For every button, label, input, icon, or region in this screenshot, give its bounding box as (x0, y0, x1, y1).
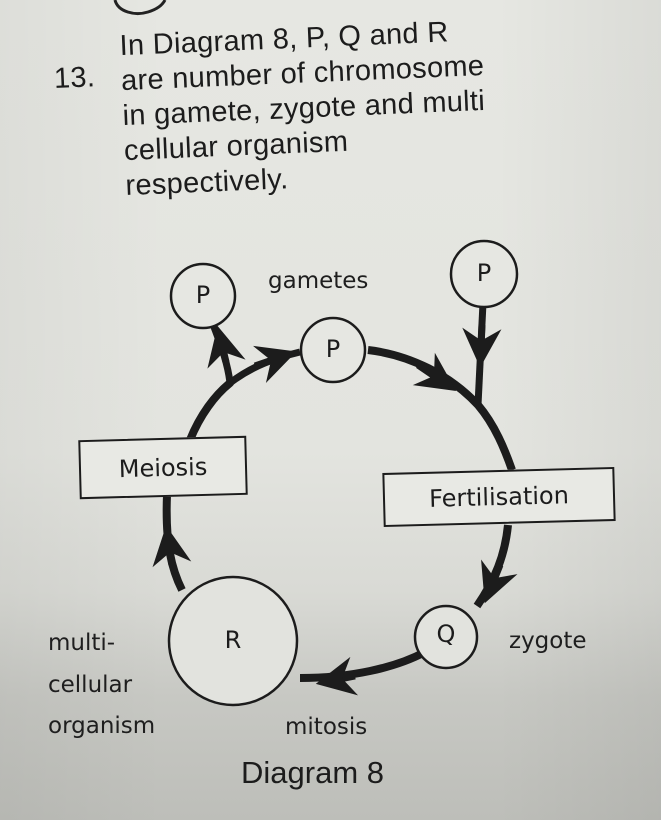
gamete-right-circle (449, 239, 519, 309)
fertilisation-box: Fertilisation (382, 466, 616, 528)
gamete-center-label: P (325, 335, 341, 363)
meiosis-arc (186, 379, 234, 444)
fertilisation-label: Fertilisation (428, 481, 570, 513)
fertilisation-to-zygote (473, 524, 512, 609)
organism-text-line2: cellular (48, 672, 133, 698)
gamete-center-circle (299, 316, 367, 384)
center-gamete-to-fertilisation (367, 346, 516, 472)
gametes-label: gametes (268, 268, 369, 294)
mitosis-label: mitosis (285, 714, 368, 740)
right-gamete-to-fertilisation (474, 302, 487, 406)
zygote-label: Q (436, 620, 456, 648)
organism-to-meiosis (162, 494, 186, 592)
organism-label: R (224, 626, 242, 654)
organism-text-line1: multi- (48, 630, 116, 656)
gamete-left-circle (169, 262, 237, 330)
zygote-text: zygote (509, 628, 587, 654)
organism-circle (167, 575, 299, 707)
meiosis-label: Meiosis (118, 452, 208, 483)
branch-to-center-gamete (227, 348, 301, 386)
organism-text-line3: organism (48, 713, 156, 739)
meiosis-box: Meiosis (78, 435, 248, 500)
gamete-right-label: P (476, 259, 492, 287)
zygote-circle (413, 604, 479, 670)
zygote-to-organism (299, 648, 427, 682)
gamete-left-label: P (195, 281, 211, 309)
diagram-caption: Diagram 8 (241, 755, 384, 790)
pen-mark (113, 0, 167, 15)
